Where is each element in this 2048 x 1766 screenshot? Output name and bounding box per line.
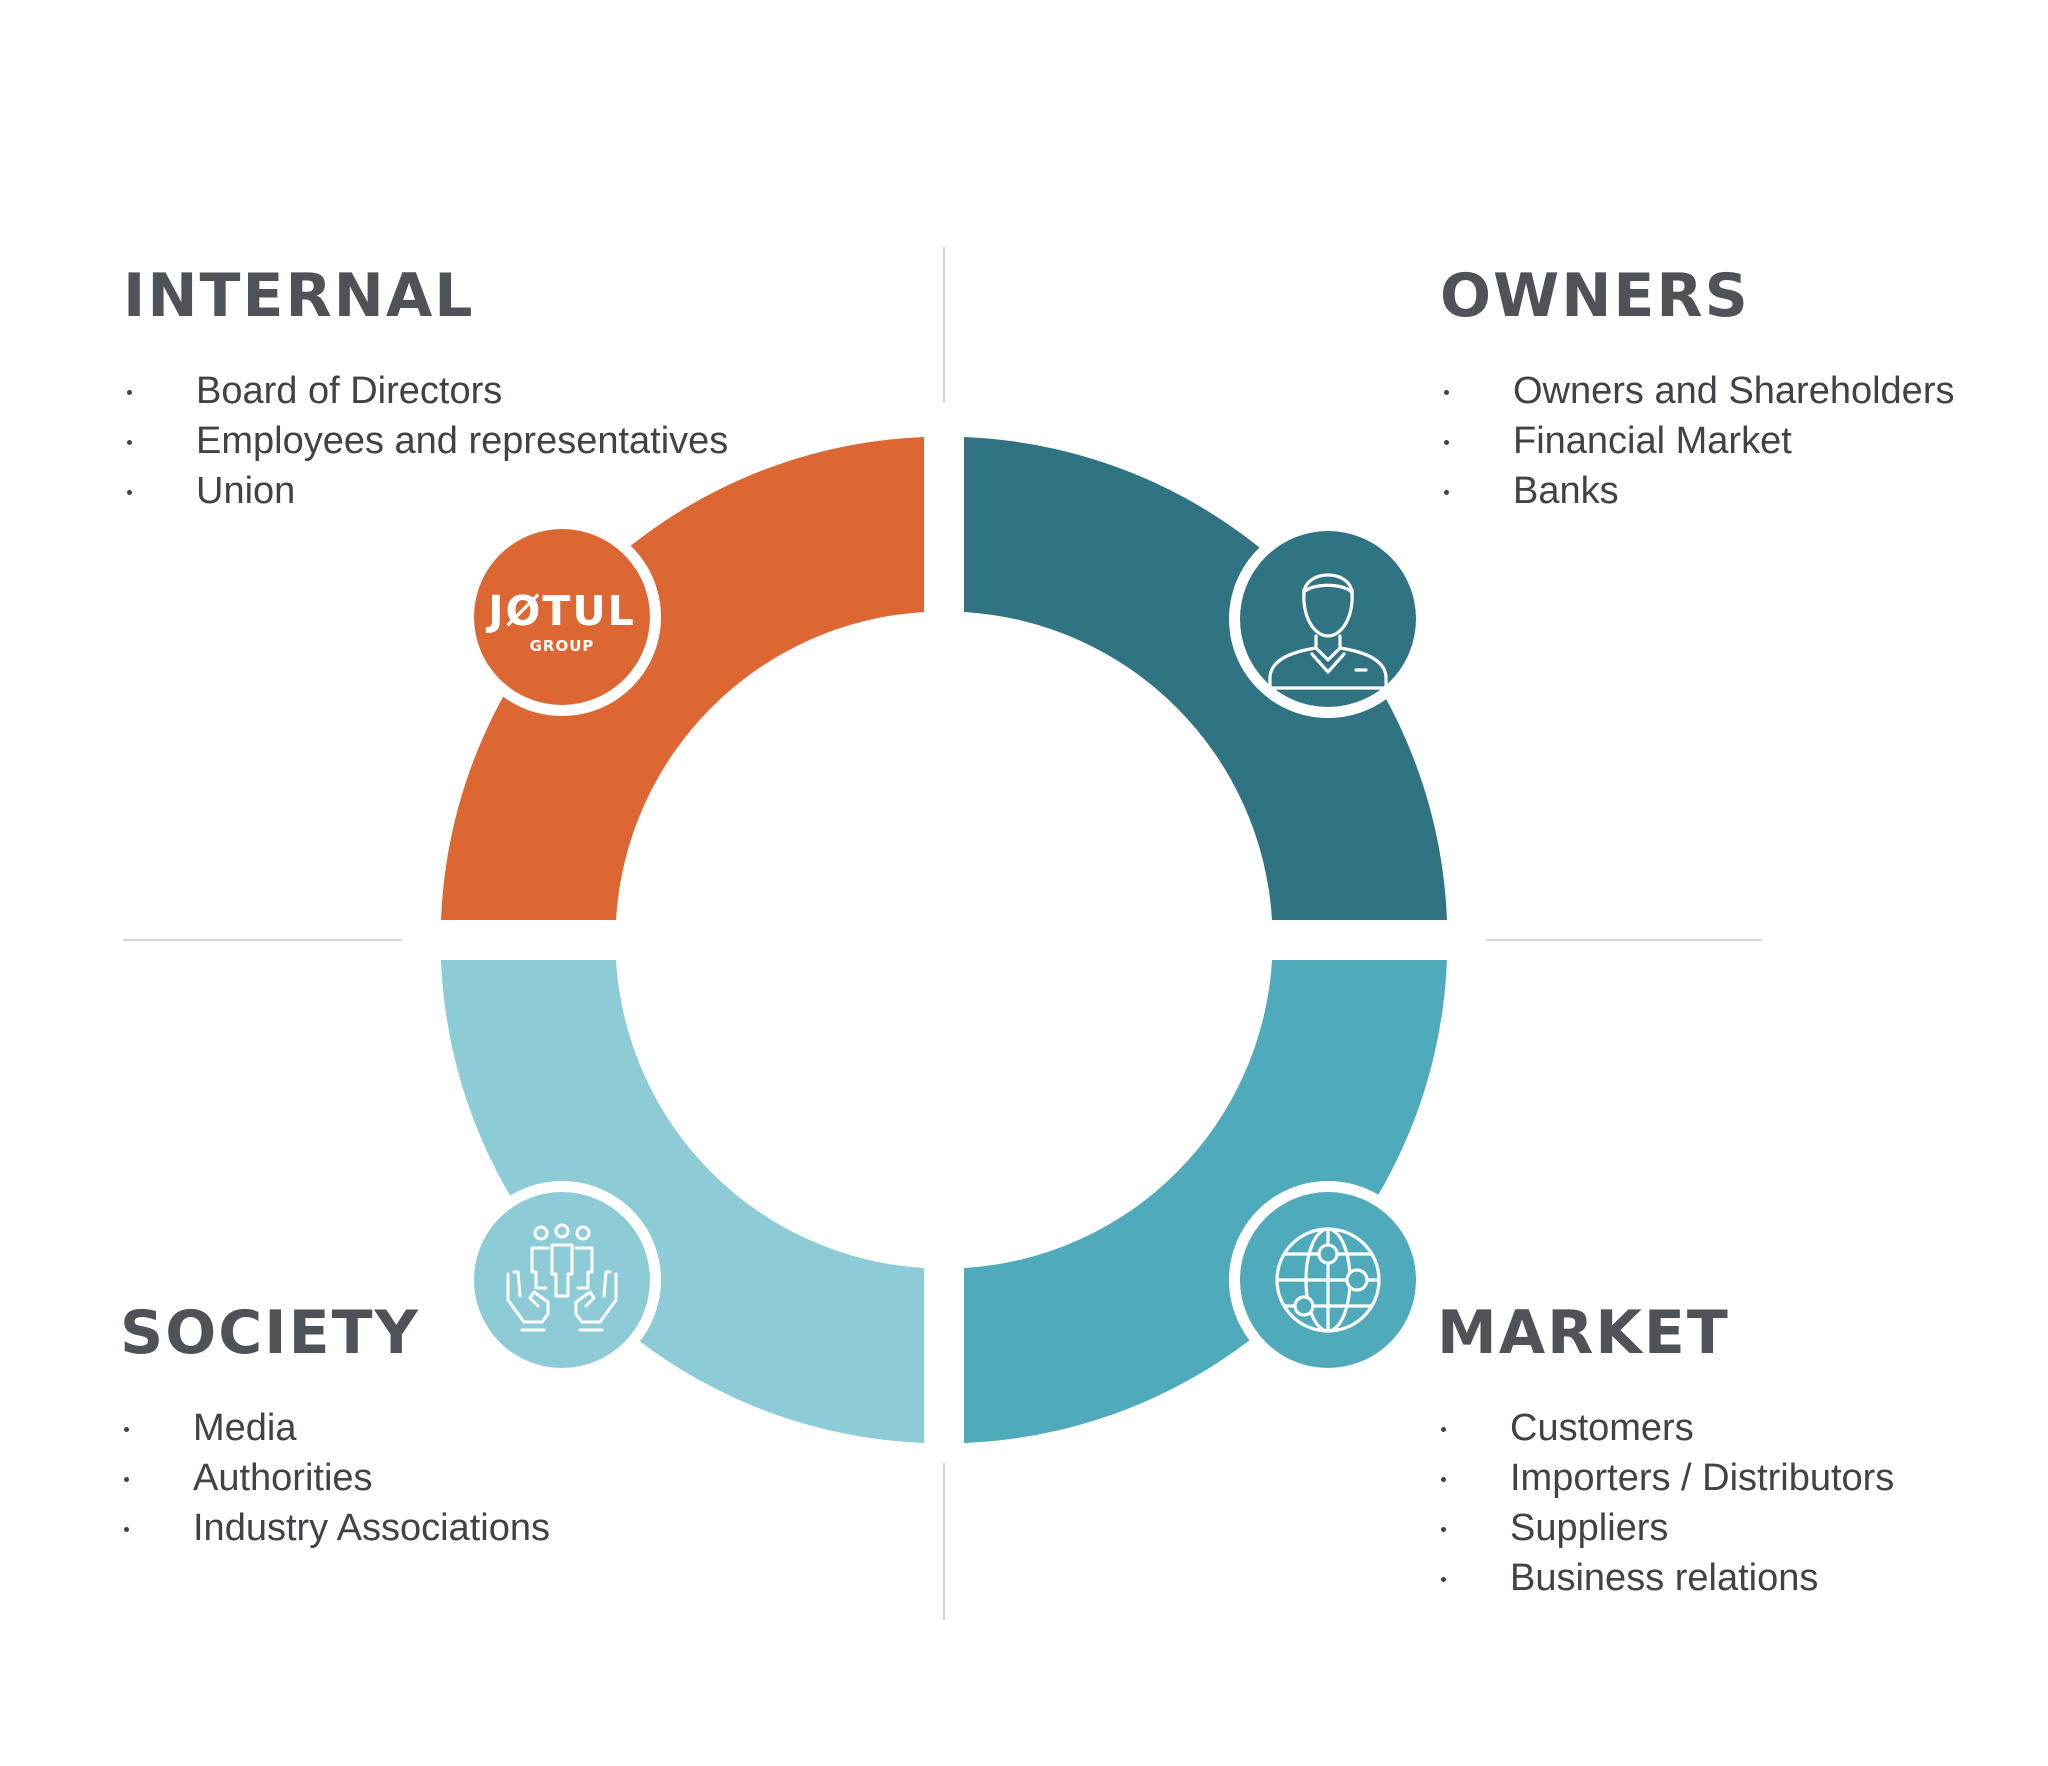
list-item: Customers xyxy=(1437,1403,1894,1453)
list-item: Financial Market xyxy=(1440,416,1954,466)
badge-society xyxy=(463,1181,661,1379)
list-item: Employees and representatives xyxy=(123,416,728,466)
quadrant-internal: INTERNAL Board of Directors Employees an… xyxy=(123,266,728,516)
ring-segment-owners xyxy=(964,437,1447,920)
quadrant-title-society: SOCIETY xyxy=(120,1298,420,1368)
list-item: Business relations xyxy=(1437,1553,1894,1603)
quadrant-owners: OWNERS Owners and Shareholders Financial… xyxy=(1440,266,1954,516)
badge-market xyxy=(1229,1181,1427,1379)
jotul-group-logo: JØTUL GROUP xyxy=(485,587,636,655)
quadrant-title-market: MARKET xyxy=(1437,1298,1730,1368)
ring-segment-market xyxy=(964,960,1447,1443)
badge-internal: JØTUL GROUP xyxy=(463,518,661,716)
list-item: Board of Directors xyxy=(123,366,728,416)
list-item: Importers / Distributors xyxy=(1437,1453,1894,1503)
list-item: Owners and Shareholders xyxy=(1440,366,1954,416)
stakeholder-list-internal: Board of Directors Employees and represe… xyxy=(123,366,728,516)
quadrant-title-owners: OWNERS xyxy=(1440,261,1750,331)
list-item: Media xyxy=(120,1403,550,1453)
people-in-hands-icon xyxy=(506,1223,618,1332)
quadrant-market: MARKET Customers Importers / Distributor… xyxy=(1437,1303,1894,1603)
list-item: Union xyxy=(123,466,728,516)
globe-network-icon xyxy=(1275,1227,1381,1333)
ring-segment-society xyxy=(441,960,924,1443)
quadrant-society: SOCIETY Media Authorities Industry Assoc… xyxy=(120,1303,550,1553)
logo-name: JØTUL xyxy=(485,587,636,635)
ring-segment-internal xyxy=(441,437,924,920)
stakeholder-list-market: Customers Importers / Distributors Suppl… xyxy=(1437,1403,1894,1603)
stakeholder-list-society: Media Authorities Industry Associations xyxy=(120,1403,550,1553)
list-item: Industry Associations xyxy=(120,1503,550,1553)
badge-owners xyxy=(1229,520,1427,718)
list-item: Banks xyxy=(1440,466,1954,516)
logo-sub: GROUP xyxy=(530,637,595,655)
list-item: Authorities xyxy=(120,1453,550,1503)
quadrant-title-internal: INTERNAL xyxy=(123,261,475,331)
person-icon xyxy=(1268,573,1388,690)
stakeholder-list-owners: Owners and Shareholders Financial Market… xyxy=(1440,366,1954,516)
list-item: Suppliers xyxy=(1437,1503,1894,1553)
